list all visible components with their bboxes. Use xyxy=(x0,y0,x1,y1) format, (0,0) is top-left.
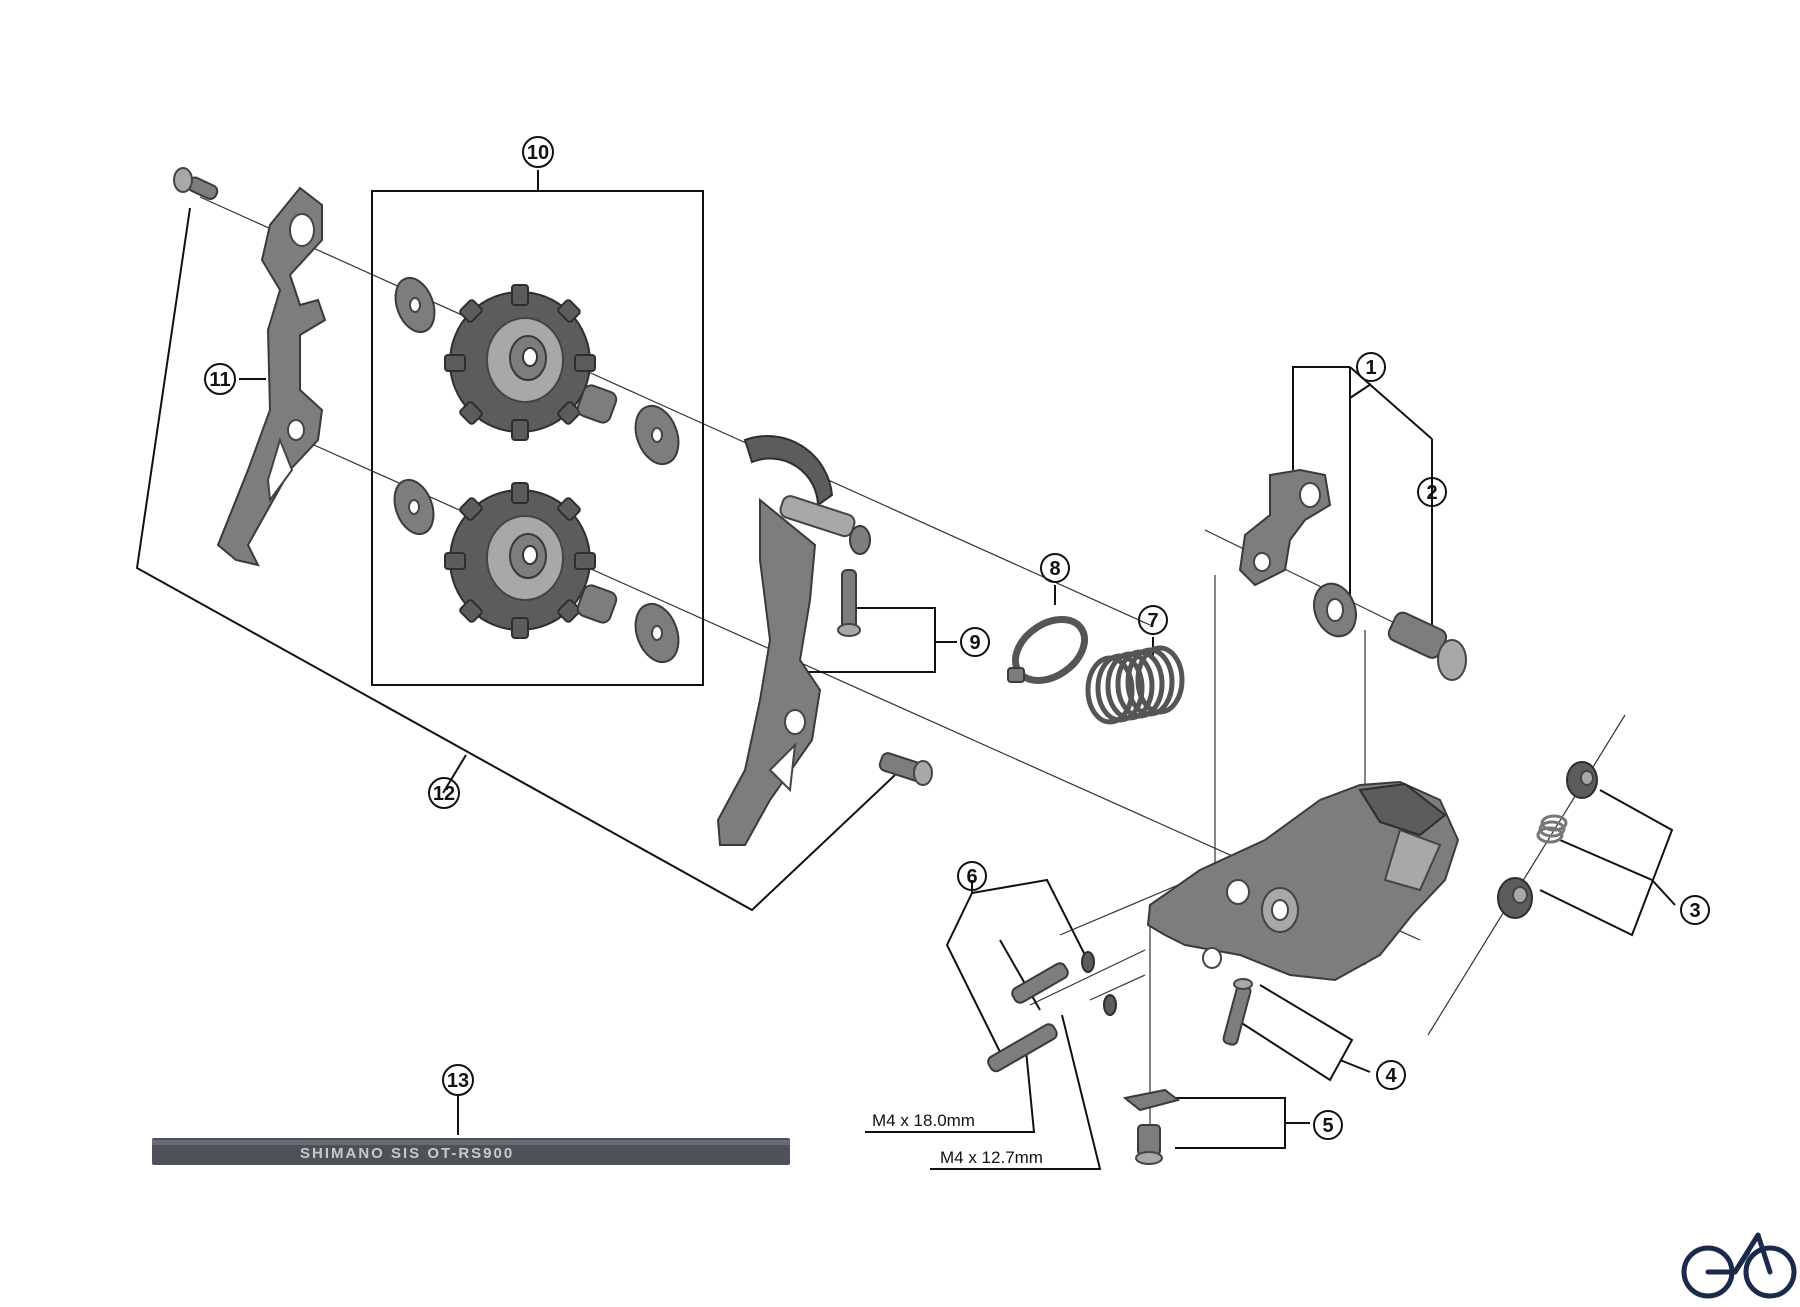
callout-11: 11 xyxy=(204,363,236,395)
mounting-bolts xyxy=(987,951,1117,1073)
callout-2-label: 2 xyxy=(1426,482,1437,504)
stopper-ring xyxy=(1007,616,1089,684)
callout-1: 1 xyxy=(1356,352,1386,382)
leader-lines xyxy=(135,170,1676,1170)
callout-12-label: 12 xyxy=(433,783,455,805)
cable-print: SHIMANO SIS OT-RS900 xyxy=(300,1145,514,1162)
derailleur-body xyxy=(1146,780,1460,982)
components xyxy=(152,167,1598,1165)
callout-9-label: 9 xyxy=(969,632,980,654)
callout-13: 13 xyxy=(442,1064,474,1096)
bicycle-icon xyxy=(1681,1232,1797,1299)
tension-spring xyxy=(1085,645,1185,725)
callout-7: 7 xyxy=(1138,605,1168,635)
bushing xyxy=(576,384,618,424)
callout-10-label: 10 xyxy=(527,142,549,164)
callout-1-label: 1 xyxy=(1365,357,1376,379)
callout-10: 10 xyxy=(522,136,554,168)
guide-pulley xyxy=(444,284,596,441)
callout-8-label: 8 xyxy=(1049,558,1060,580)
callout-5-label: 5 xyxy=(1322,1115,1333,1137)
pivot-pin xyxy=(173,167,219,200)
bushing xyxy=(576,584,618,624)
callout-2: 2 xyxy=(1417,477,1447,507)
callout-5: 5 xyxy=(1313,1110,1343,1140)
bolt-short-dimension: M4 x 12.7mm xyxy=(940,1148,1043,1167)
callout-13-label: 13 xyxy=(447,1070,469,1092)
tension-pulley xyxy=(444,482,596,639)
callout-6-label: 6 xyxy=(966,866,977,888)
callouts: 1 2 3 4 5 6 7 8 9 10 11 12 13 xyxy=(204,136,1710,1140)
callout-8: 8 xyxy=(1040,553,1070,583)
adjust-screw xyxy=(1222,978,1253,1046)
callout-4: 4 xyxy=(1376,1060,1406,1090)
callout-11-label: 11 xyxy=(209,369,230,391)
callout-3: 3 xyxy=(1680,895,1710,925)
callout-3-label: 3 xyxy=(1689,900,1700,922)
cable-fixing-bolt xyxy=(1122,1088,1181,1165)
callout-12: 12 xyxy=(428,777,460,809)
callout-6: 6 xyxy=(957,861,987,891)
assembly-axes xyxy=(199,196,1626,1140)
callout-4-label: 4 xyxy=(1385,1065,1397,1087)
axle-bolt xyxy=(1387,611,1467,681)
callout-9: 9 xyxy=(960,627,990,657)
outer-plate xyxy=(716,435,933,846)
bolt-long-dimension: M4 x 18.0mm xyxy=(872,1111,975,1130)
cable-adjust-barrel xyxy=(1497,761,1598,919)
callout-7-label: 7 xyxy=(1147,610,1158,632)
bracket-axle-unit xyxy=(1238,468,1357,638)
